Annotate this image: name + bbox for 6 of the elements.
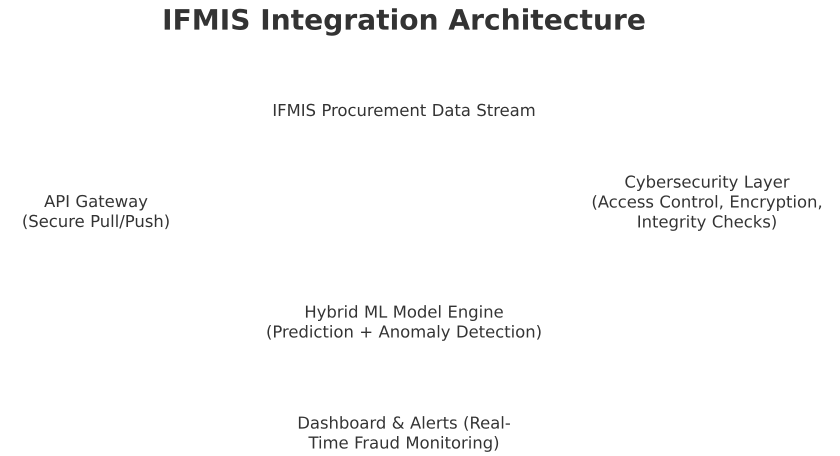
component-label: Cybersecurity Layer (Access Control, Encryption, Integrity Checks) <box>592 175 822 231</box>
component-label: Dashboard & Alerts (Real-Time Fraud Monitoring) <box>298 416 510 452</box>
title: IFMIS Integration Architecture <box>164 8 645 36</box>
component-label: API Gateway (Secure Pull/Push) <box>23 194 169 230</box>
component-label: Hybrid ML Model Engine (Prediction + Anomaly Detection) <box>267 305 541 341</box>
component-label: IFMIS Procurement Data Stream <box>274 104 534 116</box>
